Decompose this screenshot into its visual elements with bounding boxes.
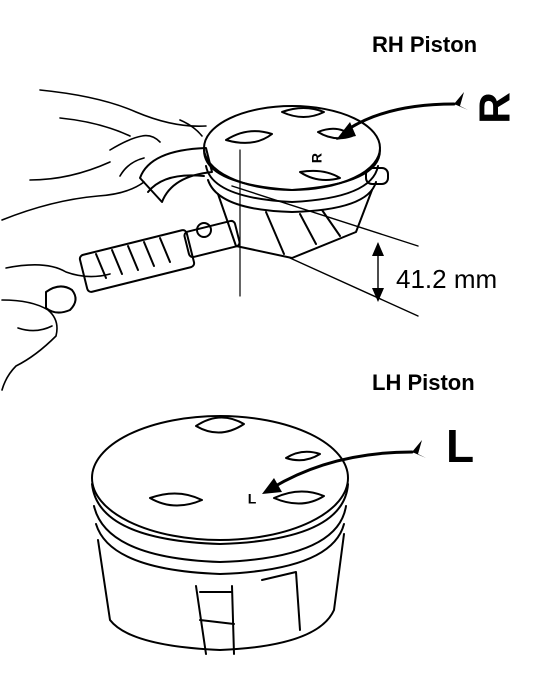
dimension-extension-line bbox=[289, 257, 419, 317]
dimension-arrow-up bbox=[372, 242, 384, 256]
lh-skirt-detail bbox=[261, 571, 301, 631]
lh-piston-label: LH Piston bbox=[372, 370, 475, 395]
hand-outline bbox=[5, 264, 111, 278]
dimension-extension-line bbox=[231, 185, 419, 247]
micrometer-graduations bbox=[95, 237, 171, 279]
lh-valve-relief bbox=[285, 450, 321, 462]
dimension-arrow-down bbox=[372, 288, 384, 302]
micrometer-thimble bbox=[78, 229, 196, 293]
lh-skirt-detail bbox=[195, 585, 235, 655]
rh-valve-relief bbox=[299, 169, 341, 181]
micrometer-lock bbox=[196, 222, 212, 238]
hand-outline bbox=[109, 134, 161, 151]
r-pointer-tail bbox=[454, 92, 468, 110]
l-pointer-tail bbox=[412, 440, 426, 458]
rh-piston-ring bbox=[205, 165, 379, 203]
r-pointer-arrowhead bbox=[336, 122, 356, 140]
l-pointer-arrow bbox=[270, 450, 414, 490]
micrometer-frame bbox=[139, 147, 213, 203]
hand-outline bbox=[179, 119, 203, 137]
lh-crown-stamp: L bbox=[248, 491, 257, 507]
rh-crown-stamp: R bbox=[309, 153, 325, 163]
lh-valve-relief bbox=[149, 492, 203, 507]
hand-outline bbox=[1, 181, 145, 221]
rh-valve-relief bbox=[225, 130, 273, 144]
hand-outline bbox=[39, 89, 207, 128]
micrometer-ratchet bbox=[45, 285, 77, 314]
rh-pin-boss bbox=[365, 167, 389, 185]
lh-piston-crown bbox=[91, 415, 349, 541]
r-pointer-arrow bbox=[342, 102, 456, 134]
rh-piston-ring bbox=[203, 149, 381, 191]
rh-skirt-detail bbox=[265, 209, 341, 255]
l-pointer-arrowhead bbox=[262, 478, 282, 494]
rh-piston-skirt bbox=[217, 189, 373, 259]
lh-valve-relief bbox=[195, 416, 245, 434]
lh-valve-relief bbox=[273, 490, 325, 505]
rh-piston-ring bbox=[207, 179, 377, 213]
hand-outline bbox=[1, 299, 58, 391]
micrometer-frame-line bbox=[147, 174, 205, 193]
rh-mark-r: R bbox=[471, 92, 520, 124]
measurement-label: 41.2 mm bbox=[396, 264, 498, 294]
micrometer-drawing bbox=[45, 147, 241, 314]
hands-drawing bbox=[1, 89, 207, 391]
rh-valve-relief bbox=[281, 107, 325, 118]
lh-piston-drawing bbox=[91, 415, 349, 655]
rh-piston-drawing bbox=[203, 105, 389, 259]
hand-outline bbox=[29, 161, 111, 181]
lh-piston-ring bbox=[93, 505, 347, 563]
hand-outline bbox=[119, 157, 145, 177]
rh-piston-label: RH Piston bbox=[372, 32, 478, 57]
hand-outline bbox=[17, 325, 53, 332]
rh-piston-crown bbox=[203, 105, 381, 191]
lh-piston-ring bbox=[91, 483, 349, 545]
lh-piston-ring bbox=[95, 523, 345, 575]
lh-piston-skirt bbox=[97, 533, 345, 651]
hand-outline bbox=[59, 117, 131, 137]
lh-mark-l: L bbox=[446, 420, 474, 472]
